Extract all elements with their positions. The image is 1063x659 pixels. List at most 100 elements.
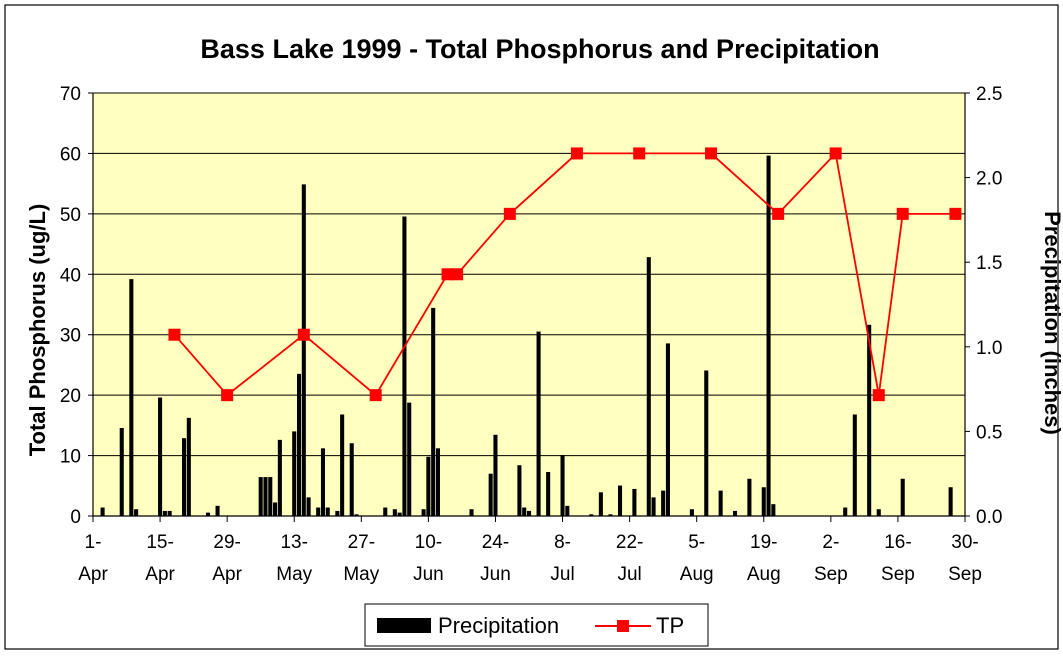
precipitation-bar [526,510,532,516]
precipitation-bar [560,455,565,516]
x-tick-label-day: 24- [482,532,509,553]
tp-marker [369,389,382,402]
precipitation-bar [546,472,551,516]
tp-marker [503,207,516,220]
precipitation-bar [354,514,359,516]
precipitation-bar [268,477,273,516]
y-right-tick-label: 0.5 [976,422,1002,443]
tp-marker [829,147,842,160]
precipitation-bar [536,331,541,516]
precipitation-bar [598,492,603,516]
tp-marker [633,147,646,160]
precipitation-bar [335,510,340,516]
precipitation-bar [852,414,857,516]
precipitation-bar [258,477,263,516]
tp-marker [451,268,464,281]
tp-marker [772,207,785,220]
precipitation-bar [876,509,881,516]
precipitation-bar [301,184,306,517]
precipitation-bar [292,431,297,516]
x-tick-label-day: 30- [951,532,978,553]
x-tick-label-day: 2- [822,532,839,553]
tp-marker [168,328,181,341]
precipitation-bar [100,507,105,516]
tp-marker [705,147,718,160]
precipitation-bar [665,343,670,516]
precipitation-bar [493,434,498,516]
precipitation-bar [948,487,953,516]
precipitation-bar [215,505,220,516]
precipitation-bar [129,279,134,516]
precipitation-bar [646,257,651,516]
tp-marker [896,207,909,220]
x-tick-label-month: Sep [814,564,848,585]
x-tick-label-day: 22- [616,532,643,553]
precipitation-bar [407,402,412,516]
precipitation-bar [517,465,522,516]
y-right-tick-label: 2.0 [976,169,1002,190]
precipitation-bar [651,497,656,516]
x-tick-label-day: 15- [146,532,173,553]
y-left-tick-label: 0 [70,507,81,528]
y-right-tick-label: 1.5 [976,253,1002,274]
y-axis-right-label: Precipitation (inches) [1040,211,1063,435]
tp-marker [297,328,310,341]
precipitation-bar [316,507,321,516]
precipitation-bar [689,509,694,516]
precipitation-bar [296,373,302,516]
precipitation-bar [340,414,345,516]
legend-tp-label: TP [656,613,684,638]
tp-marker [872,389,885,402]
precipitation-bar [277,439,282,516]
precipitation-bar [617,485,623,516]
x-tick-label-day: 10- [415,532,442,553]
precipitation-bar [435,448,441,516]
y-left-tick-label: 50 [60,205,81,226]
legend-precipitation-label: Precipitation [438,613,559,638]
precipitation-bar [747,478,752,516]
precipitation-bar [522,507,527,516]
precipitation-bar [273,502,278,516]
x-tick-label-day: 5- [688,532,705,553]
plot-area [92,92,966,517]
precipitation-bar [349,443,354,516]
y-left-tick-label: 10 [60,447,81,468]
x-tick-label-day: 1- [85,532,102,553]
y-right-tick-label: 1.0 [976,338,1002,359]
precipitation-bar [771,504,776,516]
axes [88,92,970,522]
x-tick-label-month: Apr [145,564,175,585]
x-tick-label-day: 19- [750,532,777,553]
y-left-tick-label: 70 [60,84,81,105]
legend-precipitation-swatch [377,618,431,633]
x-tick-label-month: Apr [78,564,108,585]
gridlines [93,92,965,457]
precipitation-bar [704,370,709,516]
tick-labels: 0102030405060700.00.51.01.52.02.51-Apr15… [60,84,1003,585]
precipitation-bars [100,155,953,517]
y-left-tick-label: 60 [60,144,81,165]
tp-line [168,147,962,402]
precipitation-bar [843,507,848,516]
x-tick-label-day: 16- [884,532,911,553]
legend-tp-marker [617,620,629,632]
chart-title: Bass Lake 1999 - Total Phosphorus and Pr… [200,34,879,64]
x-tick-label-month: Jul [617,564,641,585]
x-tick-label-month: Jul [550,564,574,585]
precipitation-bar [181,438,187,516]
y-left-tick-label: 30 [60,326,81,347]
x-tick-label-month: Jun [480,564,511,585]
x-tick-label-month: Sep [948,564,982,585]
precipitation-bar [426,456,431,516]
precipitation-bar [732,510,738,516]
tp-marker [949,207,962,220]
x-tick-label-month: May [276,564,312,585]
precipitation-bar [134,509,139,516]
y-left-tick-label: 40 [60,265,81,286]
precipitation-bar [565,505,570,516]
precipitation-bar [900,478,905,516]
x-tick-label-day: 29- [213,532,240,553]
precipitation-bar [158,397,163,516]
precipitation-bar [608,514,613,516]
